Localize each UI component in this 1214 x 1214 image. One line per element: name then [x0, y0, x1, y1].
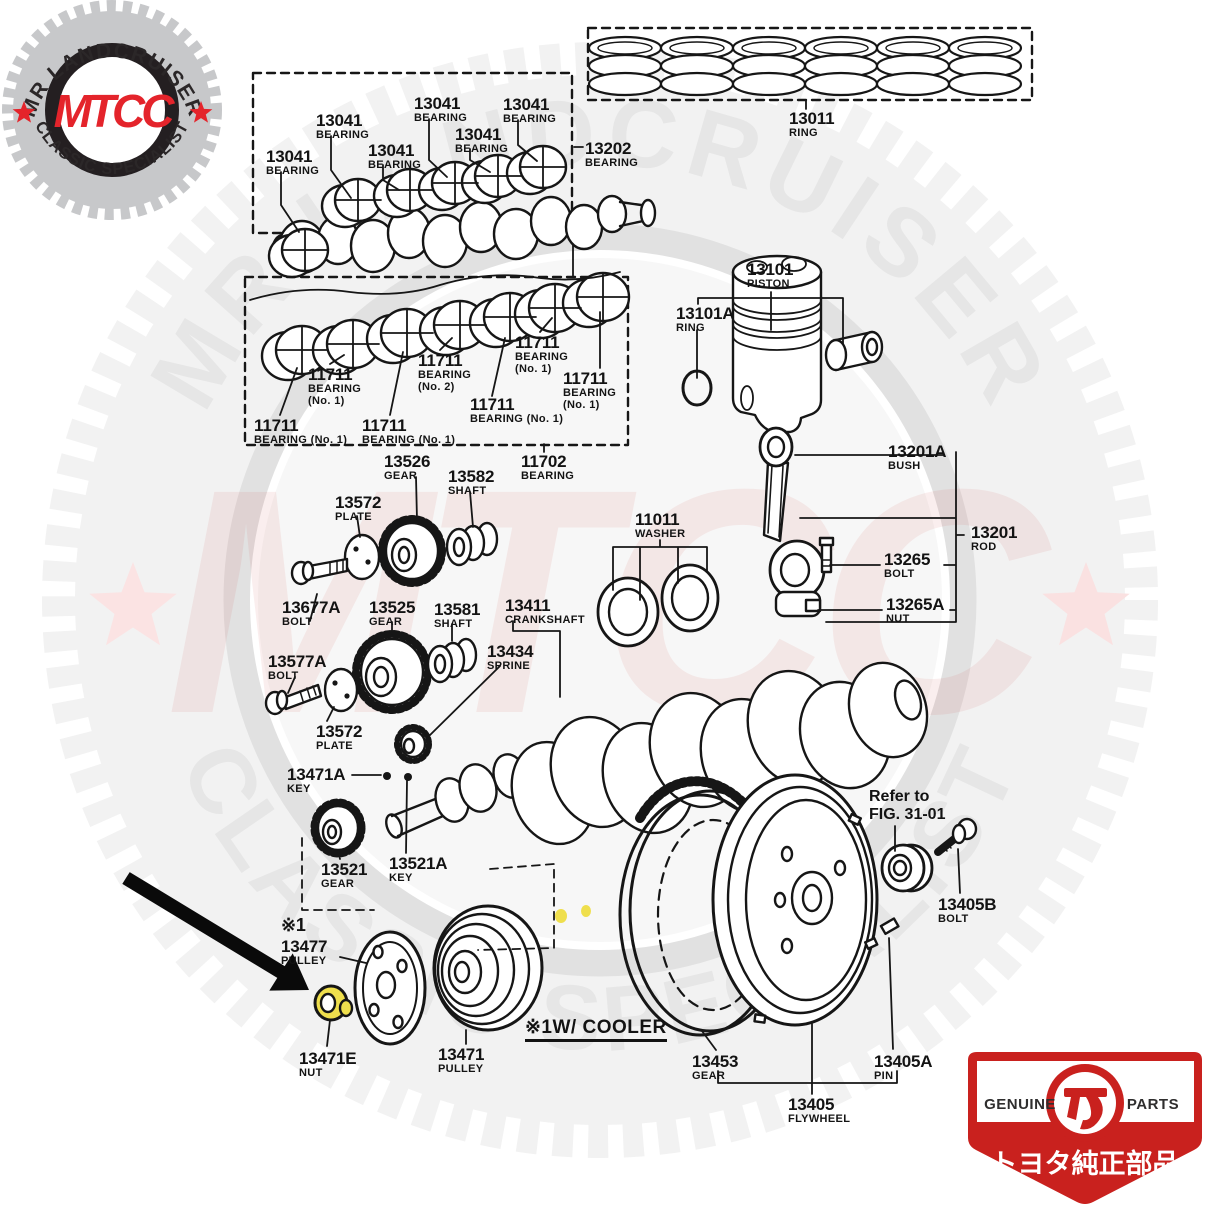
- connecting-rod: [596, 426, 835, 648]
- logo-monogram: MTCC: [54, 85, 176, 137]
- watermark-gear-teeth: [42, 42, 1158, 1158]
- piston-ring-sets: [587, 35, 1023, 97]
- leader-lines: [279, 99, 965, 1095]
- pulley-13471: [432, 904, 544, 1032]
- dashed-box-rings: [586, 26, 1034, 102]
- dashed-guides: [301, 837, 555, 951]
- watermark-star-right: [1042, 562, 1130, 646]
- bolt-13577a: [264, 683, 323, 716]
- part-label: Refer to FIG. 31-01: [869, 788, 946, 823]
- yellow-mark: [581, 905, 591, 917]
- yellow-mark: [555, 909, 567, 923]
- watermark-star-left: [89, 562, 177, 646]
- pilot-bearing: [880, 843, 934, 893]
- highlight-arrow: [122, 872, 309, 991]
- pin-13405a: [879, 917, 900, 936]
- main-bearing-shells: [267, 144, 568, 279]
- mlcc-logo: MR LANDCRUISER CLASSIC SPECIALIST MTCC: [2, 0, 222, 220]
- badge-katakana-text: トヨタ純正部品: [991, 1148, 1180, 1180]
- bolt-13677a: [290, 557, 349, 586]
- logo-star-left: [12, 101, 36, 123]
- part-label: ※1: [281, 915, 306, 935]
- flywheel: [711, 773, 879, 1027]
- part-label: ※1W/ COOLER: [525, 1018, 667, 1042]
- rod-bearing-shells: [249, 271, 631, 382]
- badge-genuine-text: GENUINE: [984, 1096, 1056, 1113]
- logo-star-right: [189, 101, 213, 123]
- logo-gear-teeth: [2, 0, 222, 220]
- genuine-parts-badge: GENUINE PARTS トヨタ純正部品: [968, 1052, 1202, 1204]
- highlighted-nut: [313, 984, 354, 1022]
- badge-parts-text: PARTS: [1127, 1096, 1179, 1113]
- bolt-13405b: [934, 817, 978, 856]
- logo-ring: [45, 43, 179, 177]
- pulley-13477: [353, 930, 427, 1046]
- teq-logo-glyph: [1064, 1088, 1107, 1130]
- dashed-box-rod-bearings: [243, 275, 630, 447]
- piston: [681, 254, 884, 434]
